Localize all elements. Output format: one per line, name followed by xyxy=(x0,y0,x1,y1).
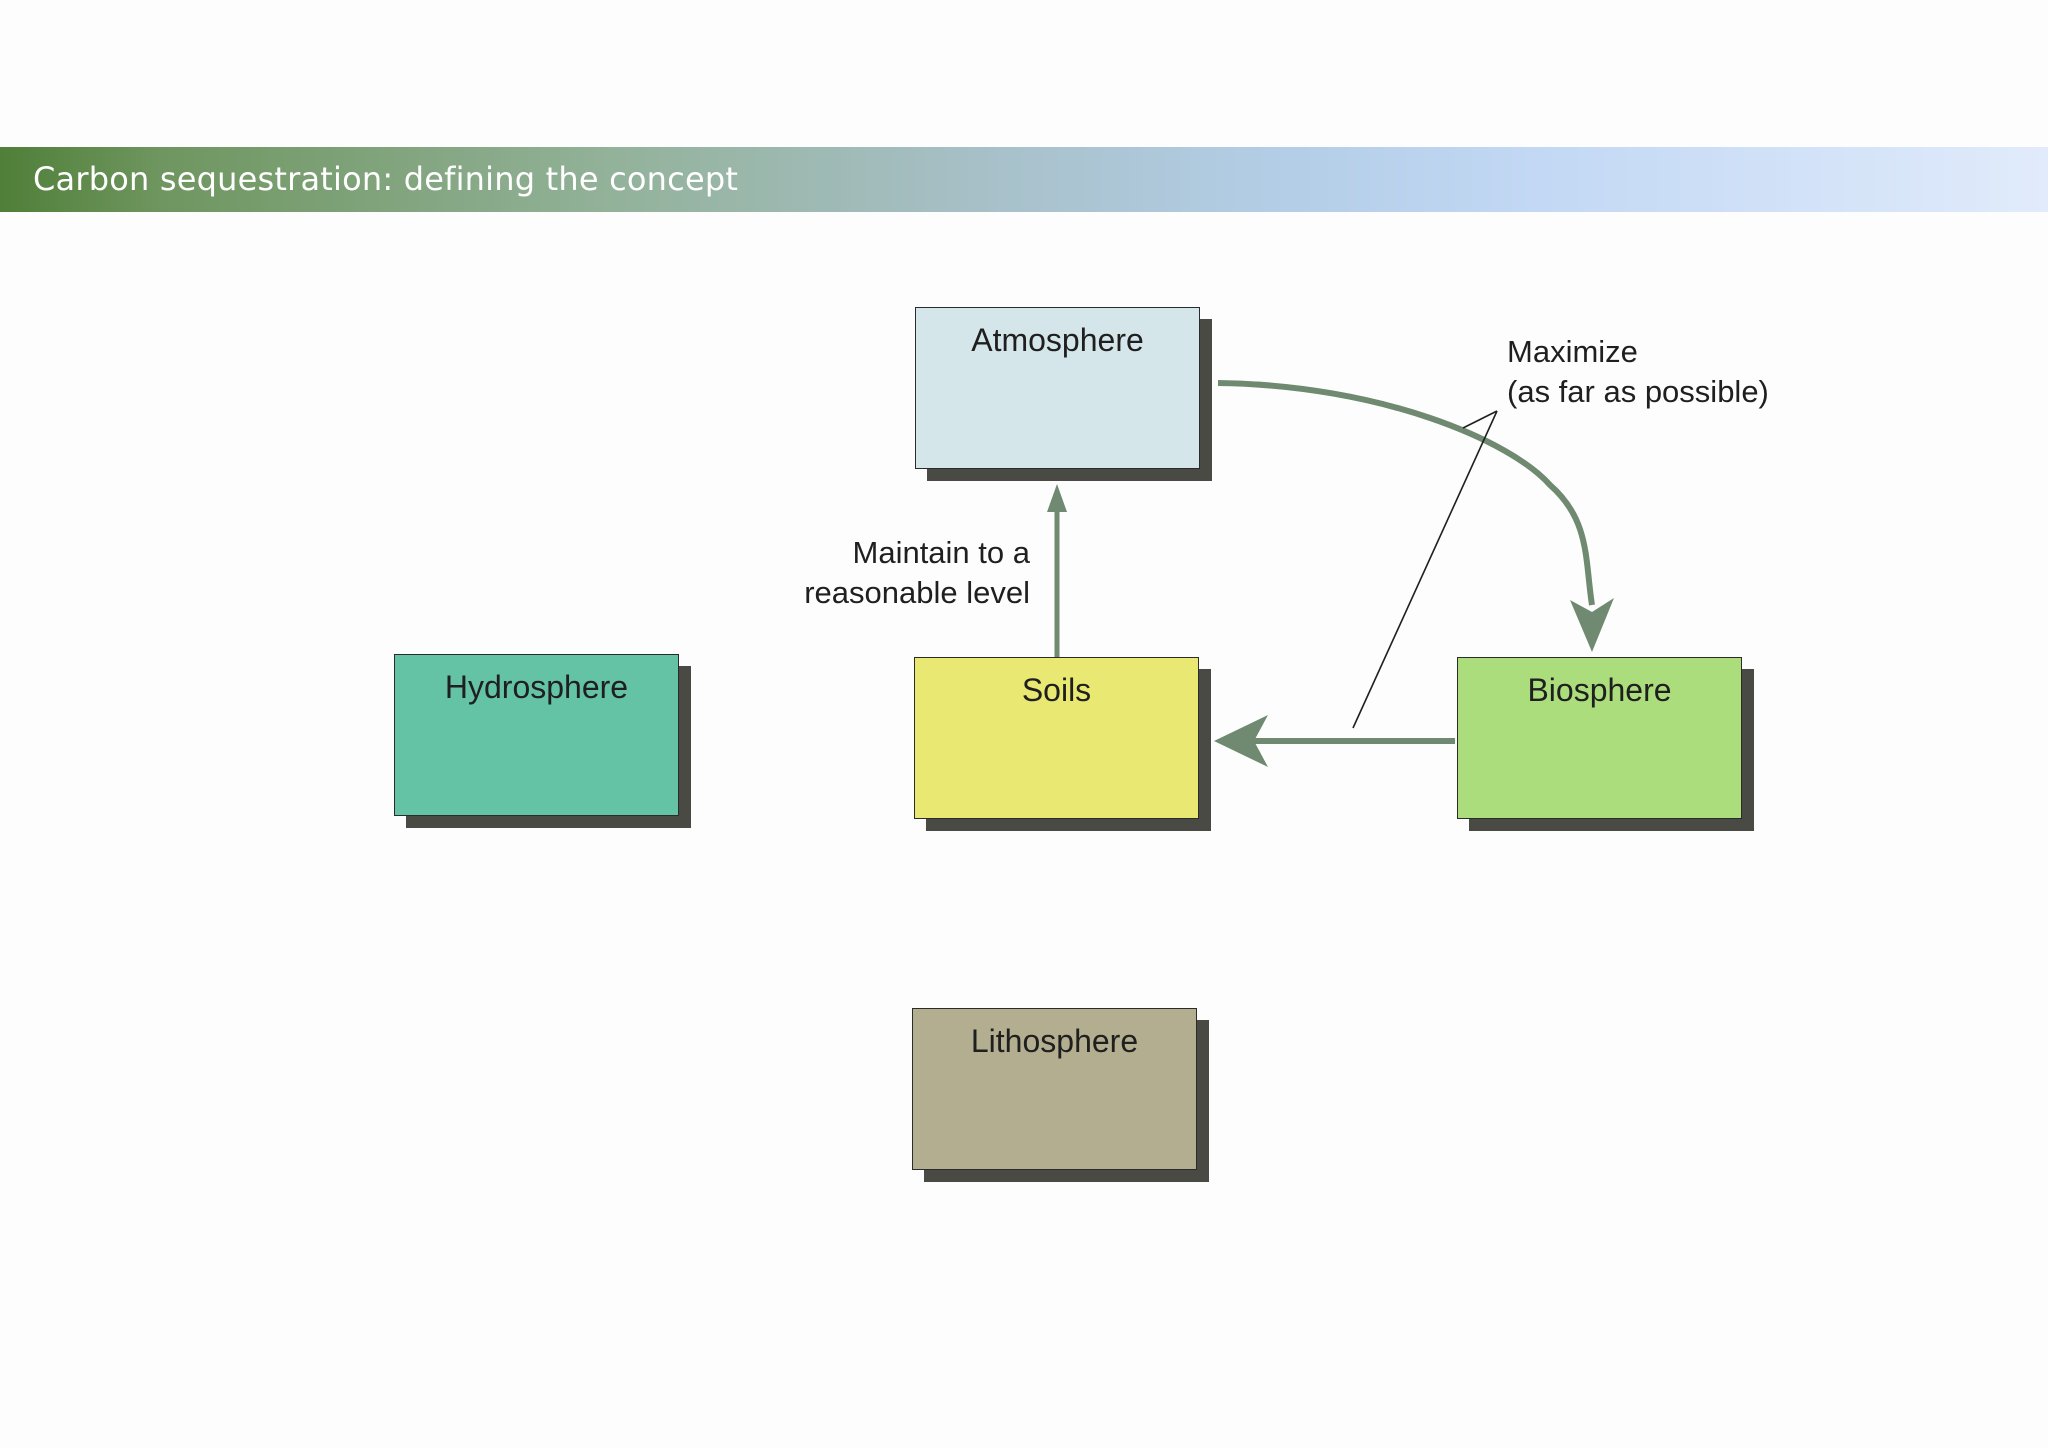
hydrosphere-label: Hydrosphere xyxy=(444,669,629,705)
maintain-annotation-line1: Maintain to a xyxy=(852,535,1031,570)
biosphere-label: Biosphere xyxy=(1527,672,1672,708)
biosphere-to-soils-arrowhead xyxy=(1214,715,1268,767)
maximize-pointer-line xyxy=(1352,410,1498,729)
maximize-annotation: Maximize (as far as possible) xyxy=(1507,332,1769,412)
atmosphere-box: Atmosphere xyxy=(915,307,1200,469)
soils-label: Soils xyxy=(1021,672,1092,708)
maintain-annotation: Maintain to a reasonable level xyxy=(760,533,1030,613)
hydrosphere-box: Hydrosphere xyxy=(394,654,679,816)
lithosphere-label: Lithosphere xyxy=(970,1023,1139,1059)
lithosphere-box: Lithosphere xyxy=(912,1008,1197,1170)
maximize-annotation-line2: (as far as possible) xyxy=(1507,374,1769,409)
page-title: Carbon sequestration: defining the conce… xyxy=(33,160,739,198)
maximize-pointer-tick xyxy=(1462,410,1498,429)
atmosphere-to-biosphere-arrowhead xyxy=(1570,598,1614,652)
maximize-annotation-line1: Maximize xyxy=(1507,334,1638,369)
soils-to-atmosphere-arrowhead xyxy=(1047,484,1067,512)
biosphere-box: Biosphere xyxy=(1457,657,1742,819)
maintain-annotation-line2: reasonable level xyxy=(804,575,1030,610)
title-bar: Carbon sequestration: defining the conce… xyxy=(0,147,2048,212)
soils-box: Soils xyxy=(914,657,1199,819)
atmosphere-label: Atmosphere xyxy=(971,322,1144,358)
atmosphere-to-biosphere-arrow-curve xyxy=(1217,380,1595,606)
